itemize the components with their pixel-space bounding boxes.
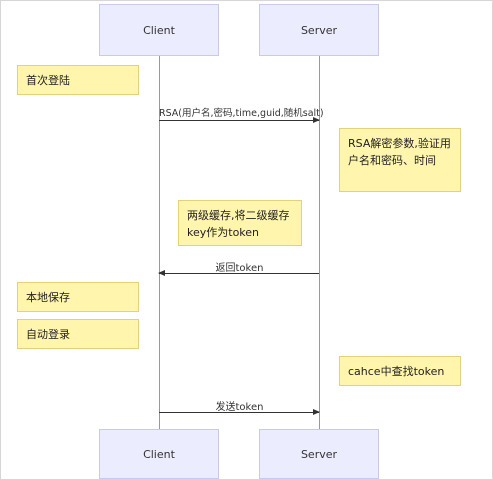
note-server-decrypt-text: RSA解密参数,验证用户名和密码、时间 bbox=[348, 137, 451, 167]
note-local-save-text: 本地保存 bbox=[26, 291, 70, 304]
client-actor-top: Client bbox=[99, 4, 219, 56]
server-lifeline bbox=[319, 56, 320, 430]
note-cache: 两级缓存,将二级缓存key作为token bbox=[178, 200, 302, 246]
note-local-save: 本地保存 bbox=[17, 282, 139, 312]
note-first-login-text: 首次登陆 bbox=[26, 74, 70, 87]
note-server-decrypt: RSA解密参数,验证用户名和密码、时间 bbox=[339, 128, 461, 192]
message-return-token-label: 返回token bbox=[215, 263, 264, 274]
message-rsa-request-label: RSA(用户名,密码,time,guid,随机salt) bbox=[159, 108, 324, 119]
note-auto-login: 自动登录 bbox=[17, 319, 139, 349]
server-actor-bottom: Server bbox=[259, 429, 379, 479]
client-lifeline bbox=[159, 56, 160, 430]
note-cache-lookup-text: cahce中查找token bbox=[348, 365, 445, 378]
message-return-token-arrow bbox=[158, 270, 319, 276]
server-actor-bottom-label: Server bbox=[300, 447, 338, 461]
note-cache-lookup: cahce中查找token bbox=[339, 356, 461, 386]
message-rsa-request-arrow bbox=[159, 117, 320, 123]
note-cache-text: 两级缓存,将二级缓存key作为token bbox=[187, 209, 290, 239]
message-send-token-arrow bbox=[159, 409, 320, 415]
client-actor-label: Client bbox=[143, 23, 175, 37]
client-actor-bottom: Client bbox=[99, 429, 219, 479]
server-actor-top: Server bbox=[259, 4, 379, 56]
note-auto-login-text: 自动登录 bbox=[26, 328, 70, 341]
server-actor-label: Server bbox=[300, 23, 338, 37]
client-actor-bottom-label: Client bbox=[143, 447, 175, 461]
message-send-token-label: 发送token bbox=[215, 402, 264, 413]
note-first-login: 首次登陆 bbox=[17, 65, 139, 95]
